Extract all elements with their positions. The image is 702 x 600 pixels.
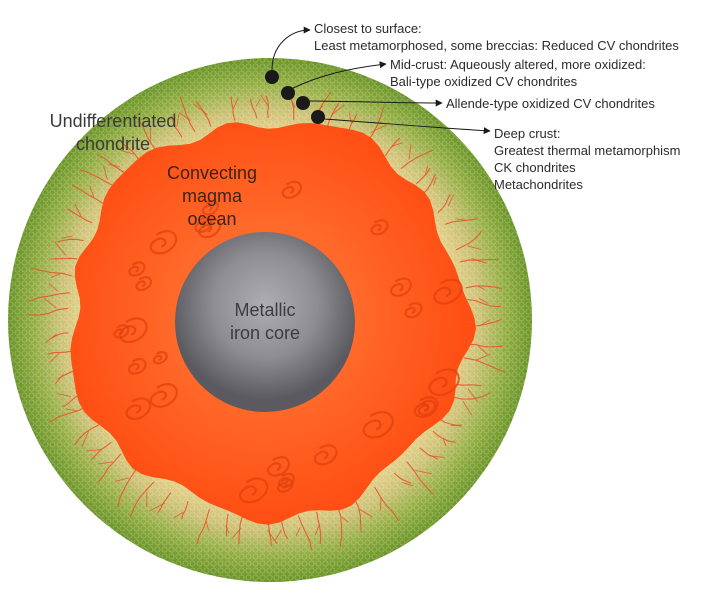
marker-allende — [296, 96, 310, 110]
annotation-deep-crust: Deep crust: Greatest thermal metamorphis… — [494, 125, 680, 193]
annotation-deep-crust-line4: Metachondrites — [494, 176, 680, 193]
annotation-deep-crust-line1: Deep crust: — [494, 125, 680, 142]
magma-ocean-label: Convecting magma ocean — [142, 162, 282, 231]
annotation-deep-crust-line2: Greatest thermal metamorphism — [494, 142, 680, 159]
core-label-line2: iron core — [200, 322, 330, 345]
marker-deep-crust — [311, 110, 325, 124]
annotation-mid-crust-line1: Mid-crust: Aqueously altered, more oxidi… — [390, 56, 646, 73]
marker-surface — [265, 70, 279, 84]
annotation-surface: Closest to surface: Least metamorphosed,… — [314, 20, 679, 54]
crust-label-line2: chondrite — [28, 133, 198, 156]
crust-vein-branch — [381, 497, 382, 510]
annotation-surface-line2: Least metamorphosed, some breccias: Redu… — [314, 37, 679, 54]
core-label: Metallic iron core — [200, 299, 330, 345]
annotation-mid-crust: Mid-crust: Aqueously altered, more oxidi… — [390, 56, 646, 90]
annotation-allende: Allende-type oxidized CV chondrites — [446, 95, 655, 112]
crust-label: Undifferentiated chondrite — [28, 110, 198, 156]
annotation-deep-crust-line3: CK chondrites — [494, 159, 680, 176]
crust-label-line1: Undifferentiated — [28, 110, 198, 133]
crust-vein — [51, 258, 78, 259]
magma-label-line2: magma — [142, 185, 282, 208]
magma-label-line1: Convecting — [142, 162, 282, 185]
core-label-line1: Metallic — [200, 299, 330, 322]
annotation-allende-line1: Allende-type oxidized CV chondrites — [446, 95, 655, 112]
magma-label-line3: ocean — [142, 208, 282, 231]
annotation-surface-line1: Closest to surface: — [314, 20, 679, 37]
annotation-mid-crust-line2: Bali-type oxidized CV chondrites — [390, 73, 646, 90]
